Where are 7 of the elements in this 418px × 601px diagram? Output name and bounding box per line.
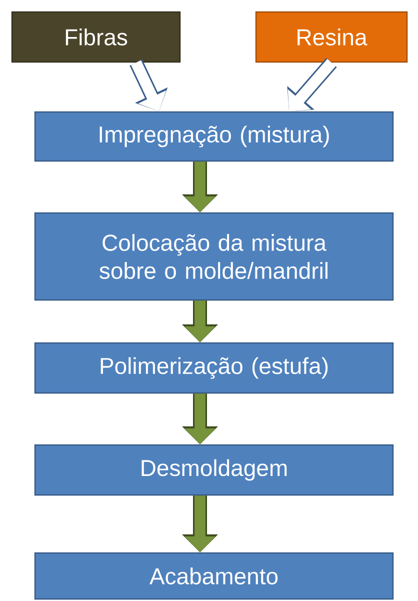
process-box: Impregnação (mistura) [34, 111, 394, 162]
process-box: Polimerização (estufa) [34, 342, 394, 394]
process-box: Colocação da mistura sobre o molde/mandril [34, 212, 394, 301]
input-box: Resina [255, 11, 408, 63]
process-box: Acabamento [34, 552, 394, 600]
input-box: Fibras [11, 11, 181, 63]
process-box: Desmoldagem [34, 444, 394, 496]
